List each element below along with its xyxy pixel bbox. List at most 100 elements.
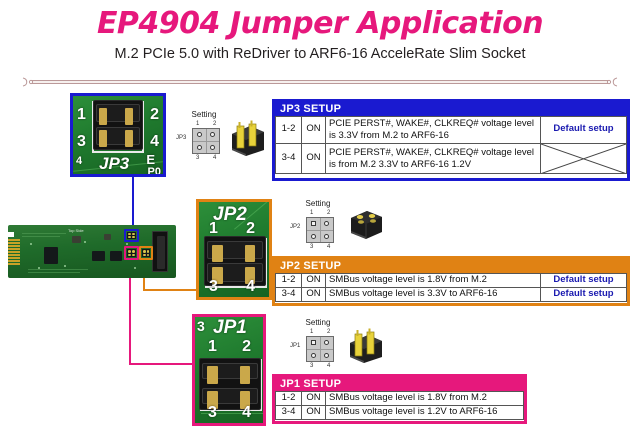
setting-diagram-jp1: Setting 1 2 JP1 3 4: [290, 318, 346, 372]
connector-photo-jp2[interactable]: JP2 1 2 3 4: [196, 199, 272, 300]
pin-number-2: 2: [246, 220, 255, 237]
setting-side-label: JP3: [176, 135, 187, 141]
setting-pin-top-1: 1: [310, 210, 314, 216]
board-notch: [8, 232, 14, 237]
table-row: 3-4 ON SMBus voltage level is 1.2V to AR…: [275, 404, 524, 420]
board-slim-socket: [152, 231, 168, 272]
row-pins: 1-2: [275, 273, 302, 288]
connector-label-jp1: JP1: [213, 317, 247, 338]
setting-side-label: JP2: [290, 224, 301, 230]
table-jp2-body: 1-2 ON SMBus voltage level is 1.8V from …: [275, 273, 627, 302]
pin-number-2: 2: [150, 106, 159, 123]
board-ic-3: [72, 236, 81, 243]
row-state: ON: [301, 116, 326, 144]
silk-extra-1: E: [146, 152, 155, 167]
pin-number-1: 1: [208, 338, 217, 355]
setting-pad-2: [320, 337, 333, 349]
row-default: Default setup: [540, 286, 627, 302]
setting-caption: Setting: [305, 199, 331, 208]
row-state: ON: [301, 273, 326, 288]
row-default-crossed: [540, 142, 627, 175]
table-jp1-body: 1-2 ON SMBus voltage level is 1.8V from …: [275, 391, 524, 420]
setting-pin-top-1: 1: [196, 121, 200, 127]
board-ic-main: [44, 247, 58, 264]
pin-number-1: 1: [77, 106, 86, 123]
row-pins: 3-4: [275, 286, 302, 302]
row-pins: 1-2: [275, 116, 302, 144]
board-callout-jp2[interactable]: [139, 246, 153, 260]
connector-label-jp3: JP3: [99, 154, 130, 173]
setting-caption: Setting: [191, 110, 217, 119]
pin-number-3: 3: [209, 278, 218, 295]
setting-pad-4: [320, 230, 333, 242]
setting-pad-4: [320, 349, 333, 361]
row-pins: 1-2: [275, 391, 302, 406]
setting-pin-top-1: 1: [310, 329, 314, 335]
pin-number-4: 4: [150, 133, 159, 150]
table-title-jp1: JP1 SETUP: [275, 377, 524, 391]
board-edge-connector: [8, 239, 20, 265]
table-jp2-setup: JP2 SETUP 1-2 ON SMBus voltage level is …: [272, 256, 630, 306]
divider-ornament-right-icon: [606, 76, 618, 88]
setting-pin-bottom-3: 3: [310, 363, 314, 369]
setting-pin-top-2: 2: [327, 329, 331, 335]
board-silkscreen-label: Top Side: [68, 228, 84, 233]
table-row: 1-2 ON PCIE PERST#, WAKE#, CLKREQ# volta…: [275, 116, 627, 144]
row-description: SMBus voltage level is 1.2V to ARF6-16: [325, 404, 524, 420]
row-pins: 3-4: [275, 142, 302, 175]
setting-pad-2: [206, 129, 219, 141]
table-jp3-setup: JP3 SETUP 1-2 ON PCIE PERST#, WAKE#, CLK…: [272, 99, 630, 181]
row-default: Default setup: [540, 116, 627, 144]
decorative-divider: [22, 76, 618, 88]
setting-pad-3: [193, 141, 206, 153]
setting-pad-1: [307, 218, 320, 230]
divider-ornament-left-icon: [22, 76, 34, 88]
setting-pin-bottom-3: 3: [310, 244, 314, 250]
row-description: SMBus voltage level is 3.3V to ARF6-16: [325, 286, 541, 302]
table-row: 1-2 ON SMBus voltage level is 1.8V from …: [275, 273, 627, 288]
table-title-jp3: JP3 SETUP: [275, 102, 627, 116]
setting-pin-bottom-4: 4: [327, 244, 331, 250]
pin-number-2: 2: [242, 338, 251, 355]
setting-pin-bottom-4: 4: [327, 363, 331, 369]
pin-number-3: 3: [77, 133, 86, 150]
row-state: ON: [301, 142, 326, 175]
setting-pad-4: [206, 141, 219, 153]
pin-number-4: 4: [246, 278, 255, 295]
table-jp1-setup: JP1 SETUP 1-2 ON SMBus voltage level is …: [272, 374, 527, 424]
table-title-jp2: JP2 SETUP: [275, 259, 627, 273]
row-state: ON: [301, 404, 326, 420]
setting-pad-3: [307, 349, 320, 361]
board-callout-jp1[interactable]: [124, 246, 139, 260]
setting-pin-top-2: 2: [213, 121, 217, 127]
pin-number-1: 1: [209, 220, 218, 237]
board-callout-jp3[interactable]: [124, 229, 139, 242]
setting-diagram-jp3: Setting 1 2 JP3 3 4: [176, 110, 232, 164]
connector-photo-jp1[interactable]: 3 JP1 1 2 3 4: [192, 314, 266, 426]
row-description: SMBus voltage level is 1.8V from M.2: [325, 391, 524, 406]
leader-line-jp3: [132, 176, 134, 232]
table-jp3-body: 1-2 ON PCIE PERST#, WAKE#, CLKREQ# volta…: [275, 116, 627, 175]
setting-pin-top-2: 2: [327, 210, 331, 216]
silk-extra-0: 4: [76, 155, 83, 167]
table-row: 3-4 ON PCIE PERST#, WAKE#, CLKREQ# volta…: [275, 142, 627, 175]
board-ic-2: [110, 251, 122, 261]
row-description: SMBus voltage level is 1.8V from M.2: [325, 273, 541, 288]
connector-photo-jp3[interactable]: 1 2 3 4 JP3 4 E P0: [70, 93, 166, 177]
setting-pad-2: [320, 218, 333, 230]
connector-label-jp2: JP2: [213, 204, 247, 225]
setting-caption: Setting: [305, 318, 331, 327]
silk-extra-0: 3: [197, 318, 205, 334]
pin-number-4: 4: [242, 404, 251, 421]
leader-line-jp1: [129, 256, 196, 365]
table-row: 3-4 ON SMBus voltage level is 3.3V to AR…: [275, 286, 627, 302]
board-ic-4: [104, 234, 111, 240]
row-pins: 3-4: [275, 404, 302, 420]
row-description: PCIE PERST#, WAKE#, CLKREQ# voltage leve…: [325, 116, 541, 144]
page-subtitle: M.2 PCIe 5.0 with ReDriver to ARF6-16 Ac…: [114, 46, 526, 62]
setting-pad-1: [193, 129, 206, 141]
row-description: PCIE PERST#, WAKE#, CLKREQ# voltage leve…: [325, 142, 541, 175]
jumper-block-jp2-image: [348, 208, 384, 240]
jumper-block-jp3-image: [230, 120, 266, 158]
setting-pad-1: [307, 337, 320, 349]
